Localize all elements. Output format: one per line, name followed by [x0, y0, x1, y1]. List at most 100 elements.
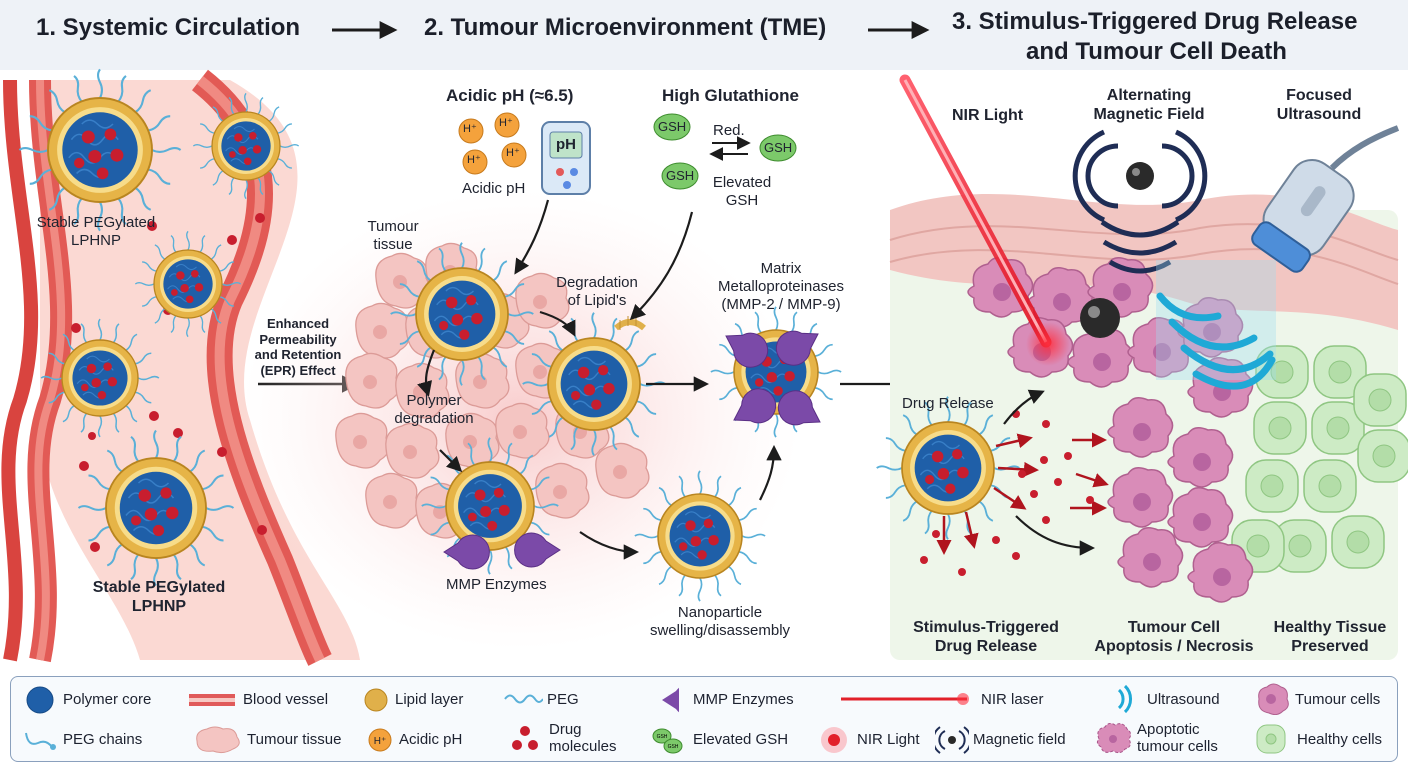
healthy-line2: Preserved [1291, 638, 1369, 656]
header-arrows [332, 21, 930, 39]
ph-meter-label: pH [556, 136, 576, 153]
healthy-cells-icon [1256, 724, 1286, 754]
apop-line2: Apoptosis / Necrosis [1094, 638, 1254, 656]
peg-icon [504, 694, 543, 704]
degradation-line2: of Lipid's [567, 292, 627, 309]
swelling-line2: swelling/disassembly [649, 622, 791, 639]
fus-line1: Focused [1286, 87, 1352, 104]
np-label-bottom-line2: LPHNP [131, 598, 187, 616]
epr-label: Enhanced Permeability and Retention (EPR… [246, 316, 350, 378]
tumour-tissue-icon [196, 726, 240, 754]
amf-line2: Magnetic Field [1093, 106, 1205, 124]
drug-release-label: Drug Release [902, 395, 994, 412]
h-ion-label-3: H⁺ [467, 154, 481, 166]
polymer-line1: Polymer [406, 392, 462, 409]
legend-nir-light: NIR Light [857, 731, 920, 748]
apop-line1: Tumour Cell [1127, 619, 1221, 636]
legend-blood-vessel: Blood vessel [243, 691, 329, 708]
legend-nir-laser: NIR laser [981, 691, 1044, 708]
swelling-line1: Nanoparticle [677, 604, 763, 621]
legend-elevated-gsh: Elevated GSH [693, 731, 789, 748]
stimulus-release-label: Stimulus-Triggered Drug Release [902, 618, 1070, 656]
np-label-bottom-line1: Stable PEGylated [92, 579, 226, 596]
acidic-ph-icon: H⁺ [368, 728, 392, 752]
step3-title-line2: and Tumour Cell Death [1026, 38, 1287, 65]
drug-line2: molecules [549, 737, 617, 755]
ultrasound-waves [1156, 292, 1276, 390]
gsh-bubble-2: GSH [764, 140, 793, 155]
step3-title-line1: 3. Stimulus-Triggered Drug Release [952, 8, 1358, 35]
legend-mmp-enzymes: MMP Enzymes [693, 691, 794, 708]
swelling-label: Nanoparticle swelling/disassembly [640, 604, 800, 640]
degradation-line1: Degradation [556, 274, 638, 291]
elevated-line1: Elevated [712, 174, 772, 191]
healthy-line1: Healthy Tissue [1273, 619, 1387, 636]
apoptotic-line2: tumour cells [1137, 737, 1218, 755]
blood-vessel-icon [189, 694, 235, 706]
legend-box: Polymer core Blood vessel Lipid layer PE… [10, 676, 1398, 762]
tumour-cells-icon [1258, 683, 1289, 715]
np-label-top: Stable PEGylated LPHNP [26, 214, 166, 250]
legend-ultrasound: Ultrasound [1147, 691, 1220, 708]
fus-label: Focused Ultrasound [1264, 86, 1374, 124]
polymer-line2: degradation [394, 410, 474, 427]
legend-tumour-tissue: Tumour tissue [247, 731, 342, 748]
stim-line1: Stimulus-Triggered [913, 619, 1059, 636]
lipid-layer-icon [364, 688, 388, 712]
gsh-icon-text-2: GSH [668, 744, 679, 750]
healthy-tissue-label: Healthy Tissue Preserved [1262, 618, 1398, 656]
drug-molecules-icon [512, 726, 538, 750]
polymer-degradation-label: Polymer degradation [384, 392, 484, 428]
elevated-line2: GSH [725, 192, 759, 209]
elevated-gsh-label: Elevated GSH [702, 174, 782, 210]
h-ion-label-1: H⁺ [463, 123, 477, 135]
step1-title: 1. Systemic Circulation [36, 14, 301, 41]
step2-title: 2. Tumour Microenvironment (TME) [424, 14, 827, 41]
apoptotic-line1: Apoptotic [1137, 721, 1200, 738]
tumour-line1: Tumour [367, 218, 419, 235]
legend-apoptotic-cells: Apoptotic tumour cells [1137, 721, 1218, 755]
nir-light-label: NIR Light [952, 107, 1024, 124]
polymer-core-icon [26, 686, 54, 714]
np-label-bottom: Stable PEGylated LPHNP [84, 578, 234, 616]
h-ion-label-4: H⁺ [506, 147, 520, 159]
stim-line2: Drug Release [934, 638, 1038, 656]
header-band [0, 0, 1408, 70]
epr-line2: Permeability [259, 331, 337, 347]
matrix-line3: (MMP-2 / MMP-9) [721, 296, 841, 313]
red-label: Red. [713, 122, 745, 139]
legend-peg-chains: PEG chains [63, 731, 143, 748]
peg-chains-icon [25, 732, 56, 750]
epr-line4: (EPR) Effect [260, 362, 336, 378]
tumour-line2: tissue [373, 236, 413, 253]
np-label-top-line1: Stable PEGylated [36, 214, 156, 231]
nir-laser-icon [841, 693, 969, 705]
gsh-bubble-1: GSH [658, 119, 687, 134]
acidic-ph-title: Acidic pH (≈6.5) [446, 86, 574, 105]
gsh-bubble-3: GSH [666, 168, 695, 183]
diagram-illustration [1, 68, 1408, 666]
matrix-line2: Metalloproteinases [718, 278, 844, 295]
apoptosis-label: Tumour Cell Apoptosis / Necrosis [1086, 618, 1262, 656]
matrix-line1: Matrix [760, 260, 802, 277]
gsh-title: High Glutathione [662, 86, 799, 105]
legend-drug-molecules: Drug molecules [549, 721, 617, 755]
epr-line3: and Retention [254, 347, 342, 363]
np-label-top-line2: LPHNP [70, 232, 122, 249]
legend-peg: PEG [547, 691, 579, 708]
magnetic-field-icon [935, 726, 969, 754]
legend-acidic-ph: Acidic pH [399, 731, 463, 748]
drug-line1: Drug [549, 721, 582, 738]
amf-line1: Alternating [1106, 87, 1192, 104]
h-ion-label-2: H⁺ [499, 117, 513, 129]
mmp-enzymes-label: MMP Enzymes [446, 576, 547, 593]
matrix-mmp-label: Matrix Metalloproteinases (MMP-2 / MMP-9… [706, 260, 856, 314]
amf-label: Alternating Magnetic Field [1074, 86, 1224, 124]
mmp-enzymes-icon [662, 687, 679, 713]
apoptotic-cells-icon [1096, 723, 1132, 754]
legend-tumour-cells: Tumour cells [1295, 691, 1381, 708]
tumour-tissue-label: Tumour tissue [360, 218, 426, 254]
h-ions [458, 112, 527, 175]
magnetic-field-waves [1072, 129, 1208, 274]
